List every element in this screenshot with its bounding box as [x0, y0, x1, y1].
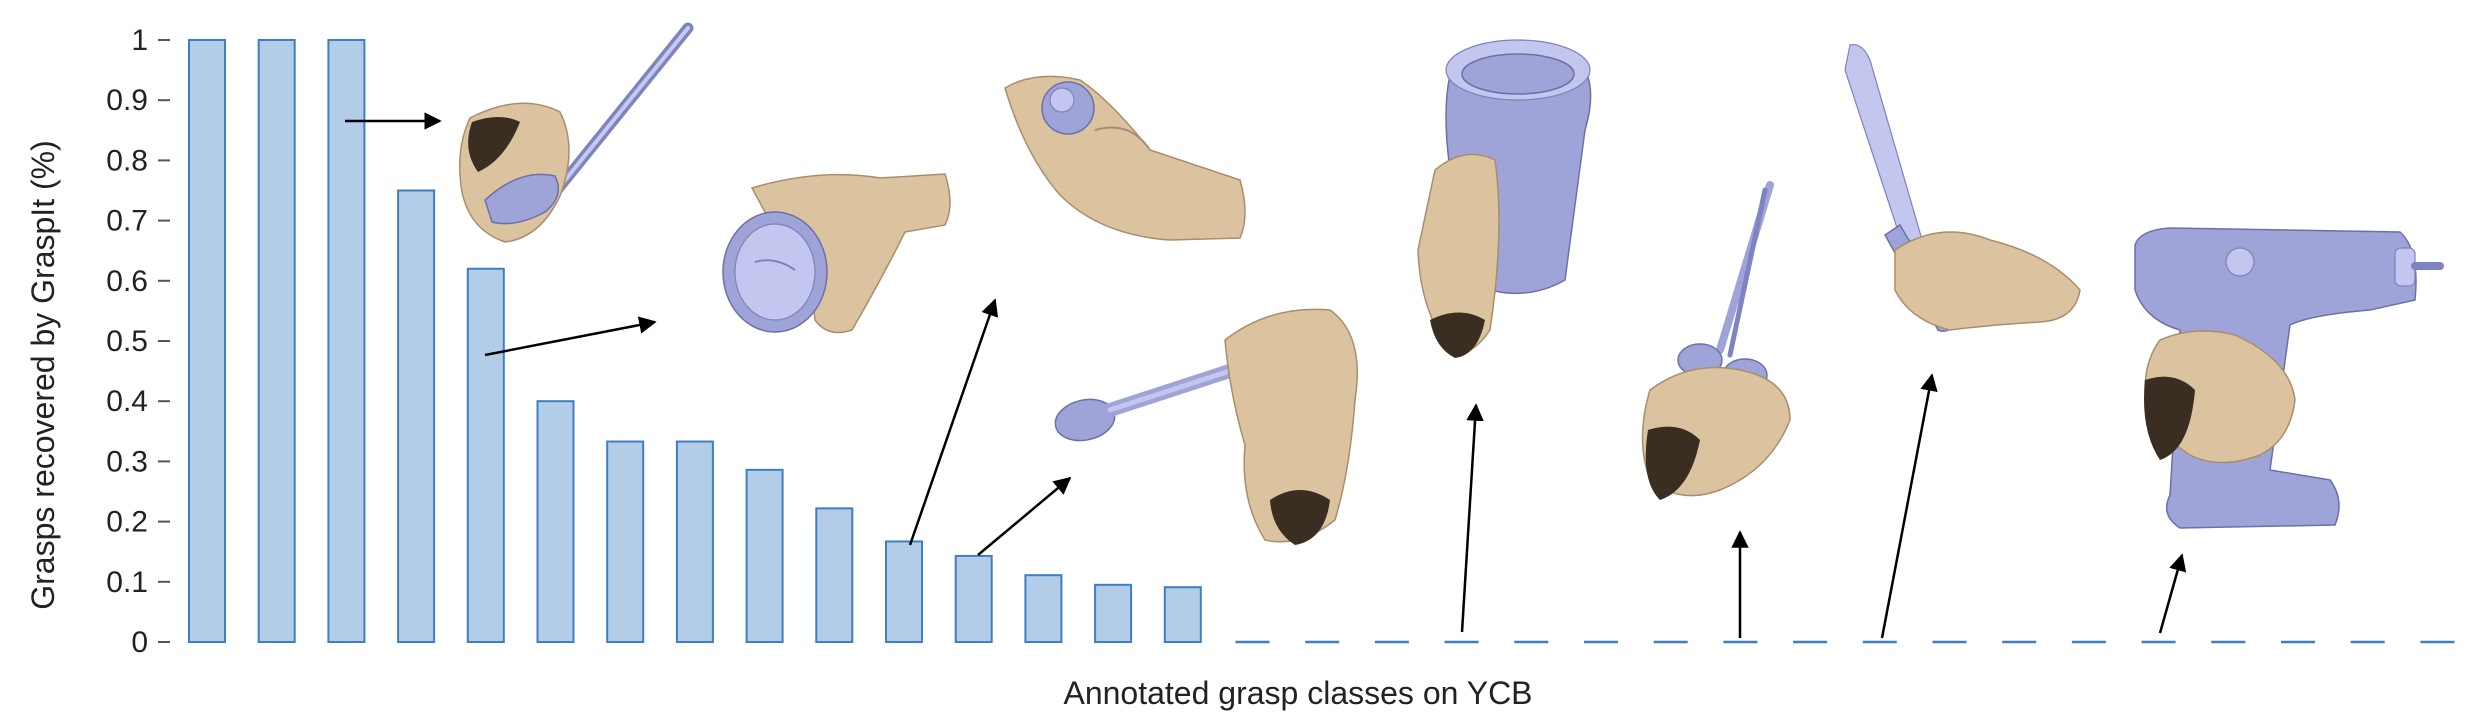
bar	[1024, 574, 1063, 643]
bar	[954, 554, 993, 643]
arrow-to-can-lid	[484, 316, 657, 357]
arrow-to-knife	[1880, 373, 1938, 639]
hand-grasping-can-lid-icon	[722, 173, 951, 334]
bar	[885, 540, 923, 643]
arrow-to-mug	[1460, 403, 1484, 633]
hand-pinching-ball-icon	[1004, 75, 1246, 241]
y-tick-label: 0.7	[106, 205, 148, 238]
y-tick-label: 0.1	[106, 566, 148, 599]
y-axis-title: Grasps recovered by GraspIt (%)	[25, 140, 61, 609]
y-tick-label: 0.3	[106, 445, 148, 478]
bar	[606, 440, 645, 643]
arrow-to-ball	[908, 298, 999, 546]
bar	[188, 39, 226, 643]
bar	[745, 468, 784, 643]
bar	[466, 267, 505, 643]
y-tick-label: 0.8	[106, 144, 148, 177]
bar	[1163, 586, 1202, 644]
y-tick-label: 0.2	[106, 506, 148, 539]
arrow-to-drill	[2158, 553, 2187, 634]
x-axis-title: Annotated grasp classes on YCB	[1063, 675, 1532, 711]
bar	[257, 39, 296, 643]
hand-holding-mug-icon	[1417, 39, 1592, 358]
bar	[1094, 583, 1133, 643]
y-tick-label: 0.4	[106, 385, 148, 418]
hand-holding-knife-icon	[1844, 43, 2081, 332]
bar-series	[188, 39, 2455, 644]
y-tick-label: 0.5	[106, 325, 148, 358]
bar	[815, 507, 854, 643]
y-tick-label: 1	[131, 24, 148, 57]
annotation-arrows	[345, 112, 2187, 639]
hand-holding-spoon-icon	[1054, 308, 1358, 545]
hand-grasping-screwdriver-icon	[459, 22, 694, 243]
y-tick-label: 0	[131, 626, 148, 659]
arrow-to-spoon	[977, 476, 1072, 556]
hand-holding-scissors-icon	[1641, 181, 1791, 500]
bar	[675, 440, 714, 643]
y-tick-label: 0.9	[106, 84, 148, 117]
y-tick-label: 0.6	[106, 265, 148, 298]
bar	[397, 189, 436, 643]
bar	[327, 39, 366, 643]
hand-holding-drill-icon	[2134, 227, 2444, 529]
bar	[536, 400, 575, 644]
y-axis: 0 0.1 0.2 0.3 0.4 0.5 0.6 0.7 0.8 0.9 1	[106, 24, 170, 659]
